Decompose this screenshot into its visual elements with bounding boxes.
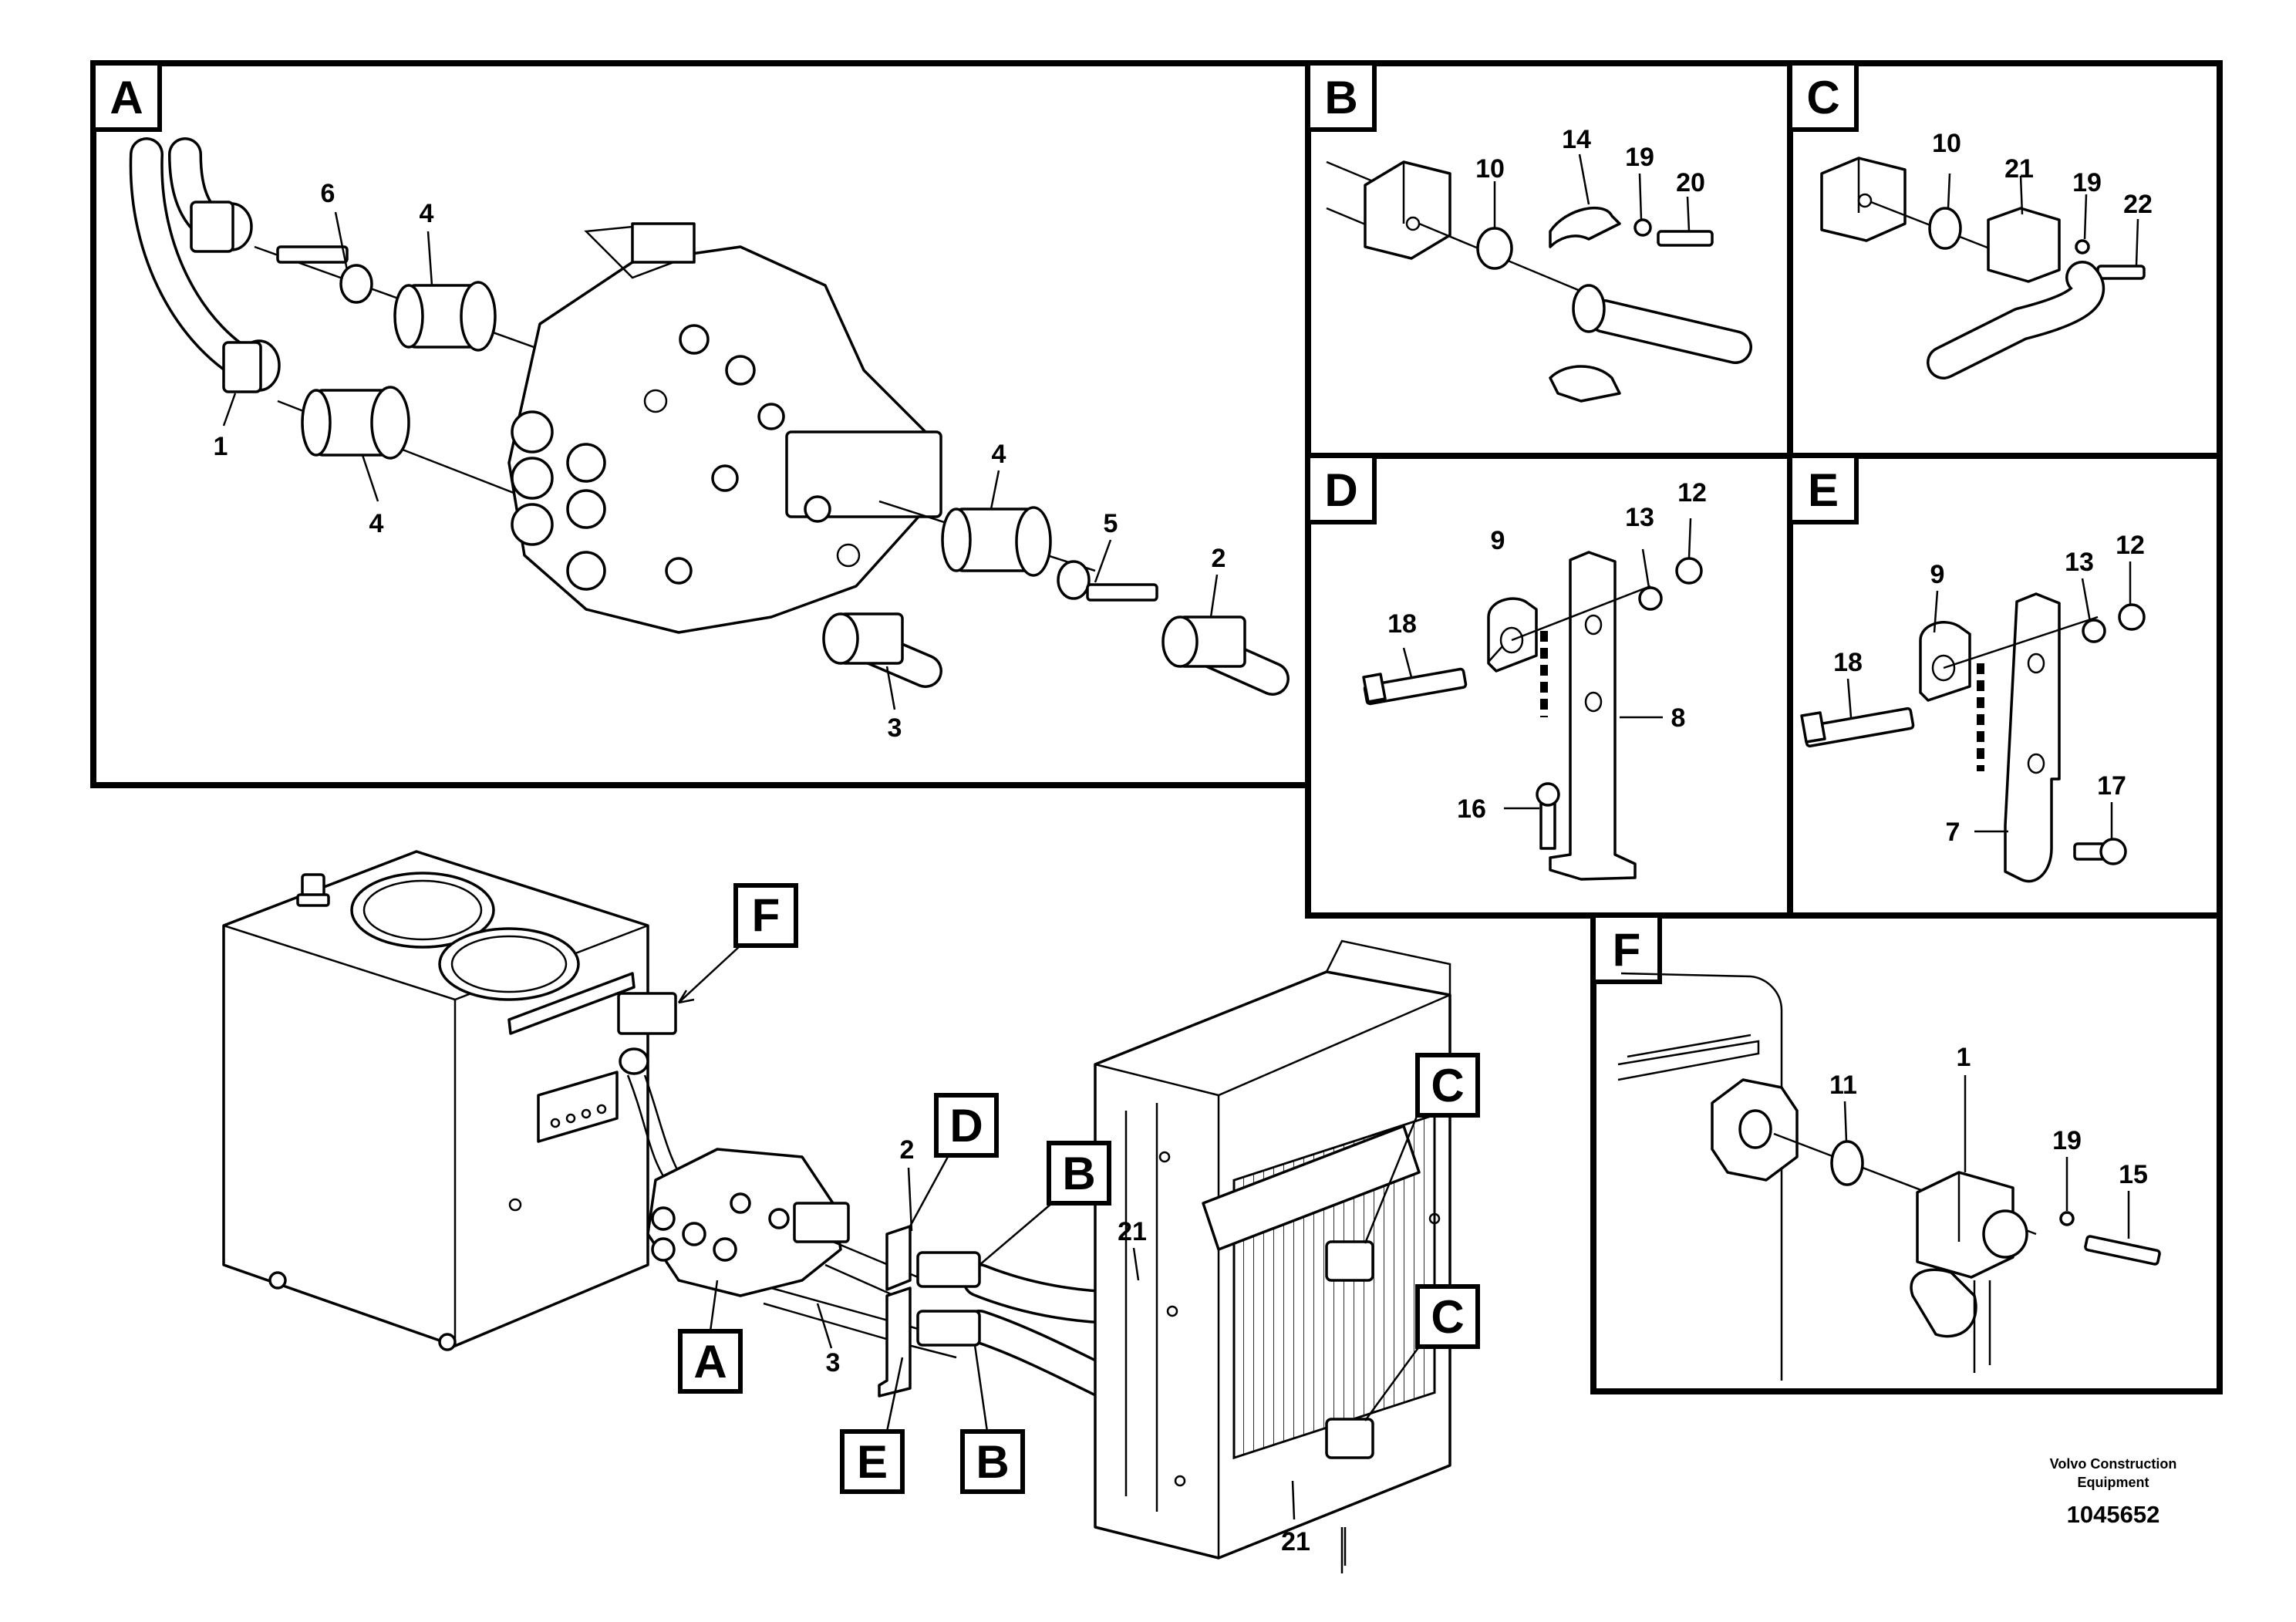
panel-e-callouts: 9 13 12 18 7 17 xyxy=(1833,531,2145,847)
callout-3: 3 xyxy=(826,1348,841,1378)
panel-e-label: E xyxy=(1788,454,1859,524)
callout-4: 4 xyxy=(420,199,434,228)
panel-f-drawing xyxy=(1617,972,2161,1381)
callout-12: 12 xyxy=(2116,531,2145,560)
callout-8: 8 xyxy=(1671,703,1686,733)
callout-15: 15 xyxy=(2119,1160,2148,1189)
callout-18: 18 xyxy=(1387,609,1417,639)
callout-18: 18 xyxy=(1833,648,1863,677)
brand-line-2: Equipment xyxy=(2077,1475,2149,1490)
footer: Volvo Construction Equipment 1045652 xyxy=(2021,1455,2206,1529)
svg-text:D: D xyxy=(949,1100,983,1152)
panel-b-drawing xyxy=(1326,153,1752,403)
callout-19: 19 xyxy=(1625,143,1654,172)
svg-text:C: C xyxy=(1431,1060,1464,1111)
callout-9: 9 xyxy=(1491,526,1505,555)
callout-1: 1 xyxy=(214,432,228,461)
callout-3: 3 xyxy=(888,713,902,743)
panel-d-callouts: 9 13 12 18 8 16 xyxy=(1387,478,1707,824)
svg-text:F: F xyxy=(752,889,781,941)
svg-text:D: D xyxy=(1324,464,1357,516)
callout-10: 10 xyxy=(1932,129,1961,158)
callout-11: 11 xyxy=(1829,1071,1857,1100)
document-number: 1045652 xyxy=(2066,1501,2160,1528)
callout-19: 19 xyxy=(2072,168,2102,197)
svg-text:A: A xyxy=(110,72,143,123)
svg-text:C: C xyxy=(1431,1291,1464,1343)
panel-b-frame xyxy=(1305,60,1793,459)
overview-tag-a: A xyxy=(678,1280,743,1394)
panel-c-label: C xyxy=(1788,61,1859,132)
svg-text:B: B xyxy=(976,1436,1009,1488)
callout-21: 21 xyxy=(1118,1217,1147,1246)
panel-f-frame xyxy=(1590,912,2223,1394)
callout-16: 16 xyxy=(1457,794,1486,824)
panel-c-drawing xyxy=(1820,157,2146,379)
callout-14: 14 xyxy=(1562,125,1591,154)
svg-text:E: E xyxy=(857,1436,888,1488)
overview-drawing xyxy=(222,850,1451,1573)
svg-text:C: C xyxy=(1806,72,1839,123)
panel-a-callouts: 6 4 1 4 4 5 2 3 xyxy=(214,179,1226,743)
overview-callouts: 2 21 3 21 xyxy=(826,1135,1310,1556)
callout-13: 13 xyxy=(1625,503,1654,532)
panel-a-drawing xyxy=(129,137,1290,710)
callout-13: 13 xyxy=(2065,548,2094,577)
callout-6: 6 xyxy=(321,179,335,208)
panel-b-label: B xyxy=(1306,61,1377,132)
callout-5: 5 xyxy=(1104,509,1118,538)
svg-text:B: B xyxy=(1062,1148,1095,1199)
callout-4: 4 xyxy=(992,440,1006,469)
overview-tag-d: D xyxy=(909,1093,999,1227)
callout-12: 12 xyxy=(1677,478,1707,508)
callout-2: 2 xyxy=(1212,544,1226,573)
overview-tag-e: E xyxy=(840,1357,905,1494)
overview-tag-c-lower: C xyxy=(1364,1284,1480,1421)
panel-b-callouts: 10 14 19 20 xyxy=(1475,125,1705,197)
panel-f-callouts: 11 1 19 15 xyxy=(1829,1043,2148,1189)
overview-tag-c-upper: C xyxy=(1364,1053,1480,1244)
panel-e-drawing xyxy=(1800,561,2146,883)
panel-f-label: F xyxy=(1591,913,1662,984)
panel-d-label: D xyxy=(1306,454,1377,524)
callout-10: 10 xyxy=(1475,154,1505,184)
overview-tag-b-upper: B xyxy=(979,1141,1111,1266)
callout-4: 4 xyxy=(369,509,384,538)
overview-tag-b-lower: B xyxy=(960,1344,1025,1494)
callout-1: 1 xyxy=(1957,1043,1971,1072)
panel-d-drawing xyxy=(1362,518,1703,881)
callout-19: 19 xyxy=(2052,1126,2082,1155)
overview-tag-f: F xyxy=(677,883,798,1004)
svg-text:E: E xyxy=(1808,464,1839,516)
callout-9: 9 xyxy=(1930,560,1945,589)
callout-20: 20 xyxy=(1676,168,1705,197)
callout-21: 21 xyxy=(1281,1527,1310,1556)
panel-a-label: A xyxy=(91,61,162,132)
callout-22: 22 xyxy=(2123,190,2153,219)
callout-21: 21 xyxy=(2004,154,2034,184)
brand-line-1: Volvo Construction xyxy=(2049,1456,2177,1472)
svg-text:A: A xyxy=(693,1336,727,1388)
panel-c-callouts: 10 21 19 22 xyxy=(1932,129,2153,219)
callout-7: 7 xyxy=(1946,818,1961,847)
svg-text:F: F xyxy=(1613,924,1641,976)
callout-2: 2 xyxy=(900,1135,915,1165)
svg-text:B: B xyxy=(1324,72,1357,123)
callout-17: 17 xyxy=(2097,771,2126,801)
